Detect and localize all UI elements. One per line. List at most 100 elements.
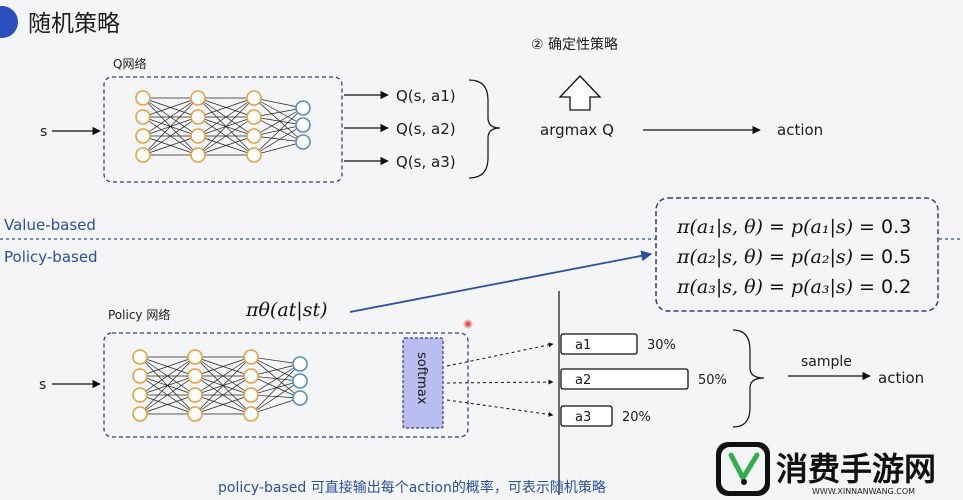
q-net-hidden-node [135,109,151,125]
q-net-edge [253,116,304,126]
policy-net-edge [250,394,301,399]
prob-bar-a3 [560,405,613,427]
formula-line-3: π(a₃|s, θ) = p(a₃|s) = 0.2 [676,276,911,298]
prob-bar-a2 [560,368,689,390]
softmax-block [402,337,444,429]
policy-net-edge [194,356,252,377]
sample-brace [732,329,765,428]
q-output-3: Q(s, a3) [396,153,456,171]
policy-net-hidden-node [243,368,259,384]
policy-net-hidden-node [187,349,203,365]
probability-bars: a1 30% a2 50% a3 20% [560,333,727,427]
q-net-edge [197,116,255,156]
page-title: 随机策略 [28,11,120,37]
policy-net-edge [250,375,301,382]
q-net-edge [253,107,304,118]
watermark-brand: 消费手游网 [776,450,936,488]
policy-net-edge [250,375,301,399]
policy-net-hidden-node [132,349,148,365]
q-net-edge [253,124,304,156]
q-net-hidden-node [246,90,262,106]
policy-net-edge [250,380,301,396]
policy-net-edge [250,397,301,415]
policy-net-edge [250,363,301,415]
q-net-edge [197,97,255,118]
q-net-edge [253,116,304,143]
prob-value-a1: 30% [647,338,676,353]
q-brace [468,79,501,179]
q-net-edge [253,135,304,143]
deterministic-label: ② 确定性策略 [531,36,618,53]
policy-net-output-node [292,356,308,372]
q-net-edge [253,97,304,126]
policy-net-edge [139,375,196,415]
argmax-label: argmax Q [540,121,614,139]
q-net-output-node [295,134,311,150]
policy-formula: πθ(at|st) [245,299,328,321]
q-net-edge [142,97,199,156]
policy-net-edge [250,356,301,365]
q-net-edge [253,124,304,137]
q-net-output-node [295,100,311,116]
policy-net-edge [250,363,301,377]
q-net-edge [253,141,304,156]
policy-net-hidden-node [187,406,203,422]
q-net-edge [197,135,255,156]
q-output-2: Q(s, a2) [396,120,456,138]
header: 随机策略 [0,6,120,38]
q-net-hidden-node [246,128,262,144]
q-net-edge [253,97,304,143]
policy-based-label: Policy-based [4,248,98,266]
divider-section: Value-based Policy-based [0,216,963,266]
softmax-arrow-2 [446,379,554,385]
policy-net-hidden-node [132,368,148,384]
softmax-arrow-3 [446,399,554,417]
policy-net-hidden-node [243,406,259,422]
q-net-hidden-node [135,128,151,144]
prob-bar-label-a2: a2 [575,373,591,388]
q-net-output-node [295,117,311,133]
q-net-hidden-node [190,109,206,125]
q-net-edge [197,97,255,137]
policy-net-edge [250,380,301,415]
q-network-graph [135,90,311,163]
value-based-label: Value-based [4,216,96,234]
q-net-hidden-node [190,147,206,163]
q-net-edge [142,116,199,156]
policy-network-graph [132,349,308,422]
top-action-label: action [777,121,823,139]
policy-net-edge [139,356,196,377]
formula-box-border [655,197,939,312]
q-net-hidden-node [135,147,151,163]
watermark: 消费手游网 WWW.XINNANWANG.COM [716,442,936,496]
policy-net-edge [139,356,196,415]
q-net-hidden-node [190,90,206,106]
prob-bar-a1 [560,333,638,355]
prob-bar-label-a1: a1 [575,338,591,353]
q-input-s: s [40,124,47,140]
prob-value-a3: 20% [622,410,651,425]
header-dot [0,6,18,38]
policy-net-hidden-node [243,349,259,365]
q-output-1: Q(s, a1) [396,87,456,105]
policy-net-edge [194,394,252,415]
q-net-edge [142,97,199,137]
q-net-hidden-node [190,128,206,144]
policy-net-hidden-node [187,368,203,384]
prob-value-a2: 50% [698,373,727,388]
watermark-url: WWW.XINNANWANG.COM [812,487,915,496]
policy-net-output-node [292,390,308,406]
policy-net-edge [194,356,252,396]
policy-net-edge [139,394,196,415]
q-net-edge [253,107,304,137]
q-network-section: Q网络 s Q(s, a1) Q(s, a2) Q(s, a3) ② 确定性策略… [40,36,823,183]
policy-net-hidden-node [187,387,203,403]
q-net-hidden-node [246,147,262,163]
footer-caption: policy-based 可直接输出每个action的概率，可表示随机策略 [218,479,606,496]
prob-bar-label-a3: a3 [575,410,591,425]
policy-net-output-node [292,373,308,389]
leaf-icon [728,452,760,484]
